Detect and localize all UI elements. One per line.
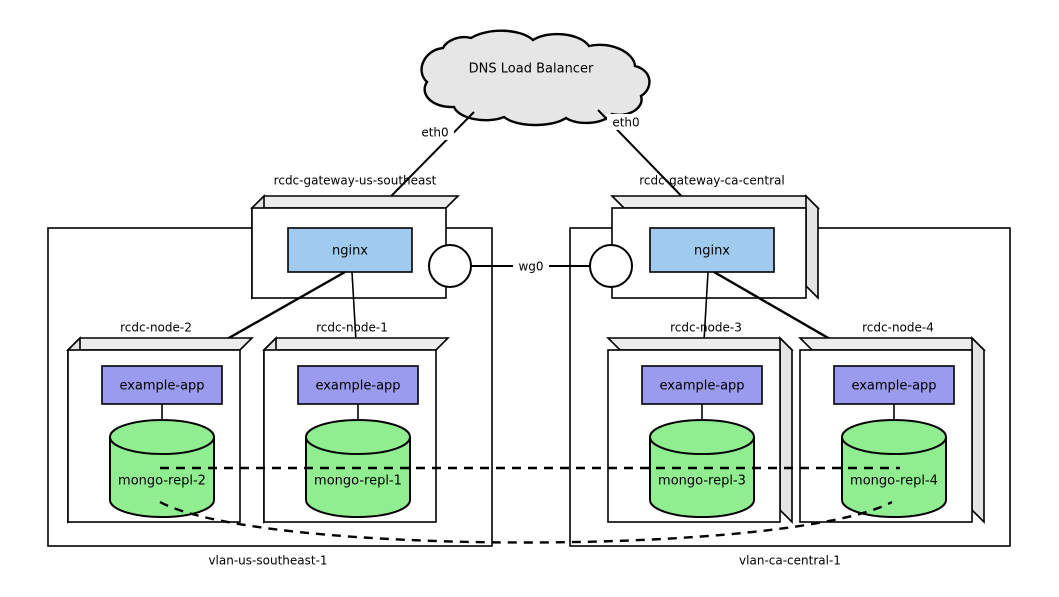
rcdc-node-2-label: rcdc-node-2 — [120, 321, 192, 335]
gateway-box-ca-central[interactable]: rcdc-gateway-ca-central nginx — [610, 174, 820, 300]
wg0-endpoint-left[interactable] — [428, 244, 472, 288]
db-cylinder-rcdc-node-4[interactable]: mongo-repl-4 — [841, 419, 947, 518]
app-box-rcdc-node-2[interactable] — [101, 365, 223, 405]
gateway-ca-central-label: rcdc-gateway-ca-central — [639, 174, 784, 188]
rcdc-node-4-label: rcdc-node-4 — [862, 321, 934, 335]
app-label-rcdc-node-2: example-app — [119, 379, 204, 394]
nginx-box-us-southeast[interactable] — [287, 227, 413, 273]
dns-load-balancer-cloud[interactable]: DNS Load Balancer — [420, 29, 651, 127]
mongo-replication-arc — [159, 500, 893, 544]
app-box-rcdc-node-3[interactable] — [641, 365, 763, 405]
db-cylinder-rcdc-node-1[interactable]: mongo-repl-1 — [305, 419, 411, 518]
db-cylinder-rcdc-node-3[interactable]: mongo-repl-3 — [649, 419, 755, 518]
wg0-label: wg0 — [518, 260, 543, 274]
gateway-box-us-southeast[interactable]: rcdc-gateway-us-southeast nginx — [250, 174, 460, 300]
app-box-rcdc-node-4[interactable] — [833, 365, 955, 405]
gateway-us-southeast-label: rcdc-gateway-us-southeast — [274, 174, 437, 188]
wg0-tunnel[interactable]: wg0 — [428, 244, 633, 288]
nginx-label-us-southeast: nginx — [332, 244, 368, 259]
db-label-rcdc-node-4: mongo-repl-4 — [850, 474, 938, 489]
node-box-rcdc-node-3[interactable]: rcdc-node-3 example-app mongo-repl-3 — [606, 321, 794, 524]
rcdc-node-3-label: rcdc-node-3 — [670, 321, 742, 335]
eth0-right-label: eth0 — [612, 116, 639, 130]
db-label-rcdc-node-1: mongo-repl-1 — [314, 474, 402, 489]
db-cylinder-rcdc-node-2[interactable]: mongo-repl-2 — [109, 419, 215, 518]
cloud-label: DNS Load Balancer — [469, 62, 594, 77]
node-box-rcdc-node-1[interactable]: rcdc-node-1 example-app mongo-repl-1 — [262, 321, 450, 524]
db-label-rcdc-node-2: mongo-repl-2 — [118, 474, 206, 489]
nginx-box-ca-central[interactable] — [649, 227, 775, 273]
eth0-left-label: eth0 — [421, 126, 448, 140]
app-label-rcdc-node-3: example-app — [659, 379, 744, 394]
nginx-label-ca-central: nginx — [694, 244, 730, 259]
app-box-rcdc-node-1[interactable] — [297, 365, 419, 405]
wg0-endpoint-right[interactable] — [589, 244, 633, 288]
vlan-label-ca-central: vlan-ca-central-1 — [739, 554, 841, 568]
node-box-rcdc-node-2[interactable]: rcdc-node-2 example-app mongo-repl-2 — [66, 321, 254, 524]
app-label-rcdc-node-4: example-app — [851, 379, 936, 394]
node-box-rcdc-node-4[interactable]: rcdc-node-4 example-app mongo-repl-4 — [798, 321, 986, 524]
db-label-rcdc-node-3: mongo-repl-3 — [658, 474, 746, 489]
vlan-label-us-southeast: vlan-us-southeast-1 — [208, 554, 327, 568]
rcdc-node-1-label: rcdc-node-1 — [316, 321, 388, 335]
app-label-rcdc-node-1: example-app — [315, 379, 400, 394]
